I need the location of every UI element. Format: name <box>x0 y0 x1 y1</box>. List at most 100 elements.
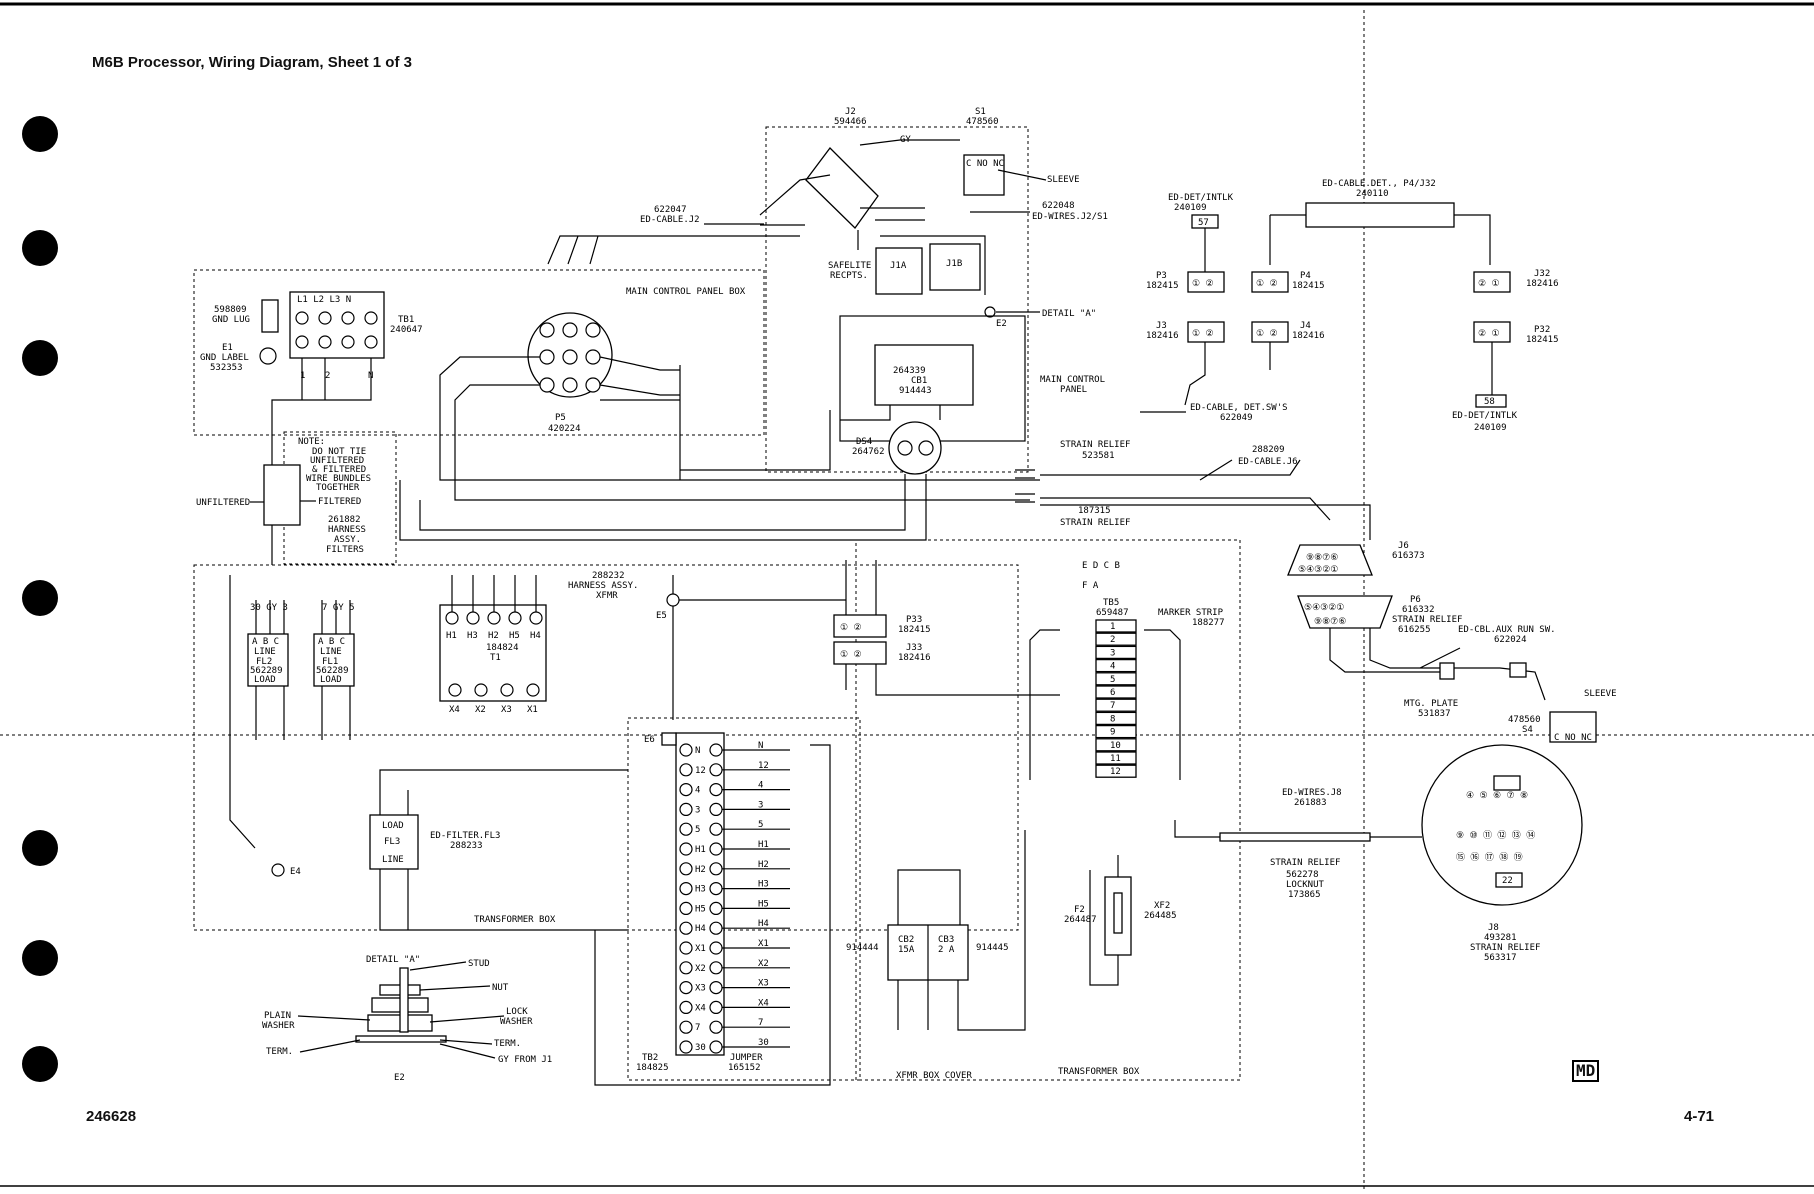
tb5-terminal <box>1095 672 1137 686</box>
plain-washer-2: WASHER <box>262 1021 295 1031</box>
tb2-wire-label: X2 <box>758 959 769 969</box>
tb2-wire-label: H1 <box>758 840 769 850</box>
tb5-row-label: 3 <box>1110 648 1115 658</box>
svg-text:30 GY 3: 30 GY 3 <box>250 603 288 613</box>
lock-washer-1: LOCK <box>506 1007 528 1017</box>
t1-terminal <box>508 611 522 625</box>
j8-cable-body <box>1219 832 1371 842</box>
tb2-wire-label: 30 <box>758 1038 769 1048</box>
jumper-label: JUMPER <box>730 1053 763 1063</box>
tb2-terminal <box>709 862 723 876</box>
fl2-filter <box>247 633 289 687</box>
svg-text:② ①: ② ① <box>1478 329 1500 339</box>
svg-text:A B C: A B C <box>318 637 345 647</box>
j1b-receptacle <box>929 243 981 291</box>
tb2-row-label: X4 <box>695 1003 706 1013</box>
tb2-terminal <box>709 881 723 896</box>
tb5-row-label: 10 <box>1110 741 1121 751</box>
t1-terminal-label: X2 <box>475 705 486 715</box>
svg-text:22: 22 <box>1502 876 1513 886</box>
tb2-wire-label: H5 <box>758 899 769 909</box>
tb5-row-label: 4 <box>1110 662 1115 672</box>
t1-terminal-label: H3 <box>467 631 478 641</box>
tb5-terminal <box>1095 711 1137 726</box>
nut-label: NUT <box>492 983 509 993</box>
t1-terminal <box>500 683 514 697</box>
ed-filter-fl3-pn: 288233 <box>450 841 483 851</box>
tb5-terminal <box>1095 619 1137 633</box>
ed-det-intlk-bot-pn: 240109 <box>1474 423 1507 433</box>
strain-relief-j8: STRAIN RELIEF <box>1270 858 1340 868</box>
term-right: TERM. <box>494 1039 521 1049</box>
cb3-label: CB3 <box>938 935 954 945</box>
unfiltered-label: UNFILTERED <box>196 498 250 508</box>
fl3-label: FL3 <box>384 837 400 847</box>
tb2-terminal <box>709 901 723 916</box>
svg-text:⑨⑧⑦⑥: ⑨⑧⑦⑥ <box>1306 553 1338 563</box>
harness-pn: 261882 <box>328 515 361 525</box>
ed-cable-det-body <box>1305 202 1455 228</box>
transformer-box-outline <box>193 564 1019 931</box>
tb2-row-label: 4 <box>695 786 700 796</box>
tb2-terminal <box>679 881 693 896</box>
strain-relief-j8b: STRAIN RELIEF <box>1470 943 1540 953</box>
term-left: TERM. <box>266 1047 293 1057</box>
ed-cable-j2: ED-CABLE.J2 <box>640 215 700 225</box>
svg-text:C NO NC: C NO NC <box>1554 733 1592 743</box>
svg-text:① ②: ① ② <box>840 650 862 660</box>
xf2-label: XF2 <box>1154 901 1170 911</box>
gy-from-j1: GY FROM J1 <box>498 1055 552 1065</box>
s1-pn: 478560 <box>966 117 999 127</box>
strain-relief-p6-pn: 616255 <box>1398 625 1431 635</box>
s1-switch <box>963 154 1005 196</box>
tb2-wire-label: X3 <box>758 979 769 989</box>
svg-text:A B C: A B C <box>252 637 279 647</box>
jumper-pn: 165152 <box>728 1063 761 1073</box>
j2-connector <box>805 147 879 229</box>
harness-label-3: FILTERS <box>326 545 364 555</box>
harness-xfmr-1: HARNESS ASSY. <box>568 581 638 591</box>
tb2-wire-label: 5 <box>758 820 763 830</box>
cb3-pn: 914445 <box>976 943 1009 953</box>
cb1-label: CB1 <box>911 376 927 386</box>
j3-pn: 182416 <box>1146 331 1179 341</box>
e2-label: E2 <box>394 1073 405 1083</box>
tb2-terminal <box>709 1020 723 1034</box>
tb5-terminal <box>1095 751 1137 765</box>
j6-connector <box>1287 544 1373 576</box>
strain-relief-p6: STRAIN RELIEF <box>1392 615 1462 625</box>
p3-pn: 182415 <box>1146 281 1179 291</box>
ed-cbl-aux: ED-CBL.AUX RUN SW. <box>1458 625 1556 635</box>
j1b-label: J1B <box>946 259 962 269</box>
tb2-wire-label: 12 <box>758 761 769 771</box>
svg-text:① ②: ① ② <box>840 623 862 633</box>
cb2-rating: 15A <box>898 945 915 955</box>
transformer-box-2-label: TRANSFORMER BOX <box>1058 1067 1140 1077</box>
tb2-terminal <box>709 1040 723 1054</box>
t1-terminal <box>445 611 459 625</box>
tb5-row-label: 5 <box>1110 675 1115 685</box>
ed-cable-det-p4-j32: ED-CABLE.DET., P4/J32 <box>1322 179 1436 189</box>
t1-terminal <box>526 683 540 697</box>
t1-terminal-label: H2 <box>488 631 499 641</box>
svg-text:① ②: ① ② <box>1256 279 1278 289</box>
t1-terminal <box>466 611 480 625</box>
ed-cable-j6: ED-CABLE.J6 <box>1238 457 1298 467</box>
harness-xfmr-2: XFMR <box>596 591 618 601</box>
cb3-rating: 2 A <box>938 945 955 955</box>
ed-cable-j6-pn: 288209 <box>1252 445 1285 455</box>
e2-stud <box>399 967 409 1033</box>
punch-hole <box>22 116 58 152</box>
p6-connector <box>1297 595 1393 629</box>
p4-label: P4 <box>1300 271 1311 281</box>
tb5-terminal <box>1095 738 1137 752</box>
tb2-label: TB2 <box>642 1053 658 1063</box>
ed-cable-det-sws: ED-CABLE, DET.SW'S <box>1190 403 1288 413</box>
e1-label: E1 <box>222 343 233 353</box>
ed-wires-j2-s1-pn: 622048 <box>1042 201 1075 211</box>
tb2-terminal <box>709 921 723 935</box>
lock-washer-2: WASHER <box>500 1017 533 1027</box>
mtg-plate: MTG. PLATE <box>1404 699 1458 709</box>
